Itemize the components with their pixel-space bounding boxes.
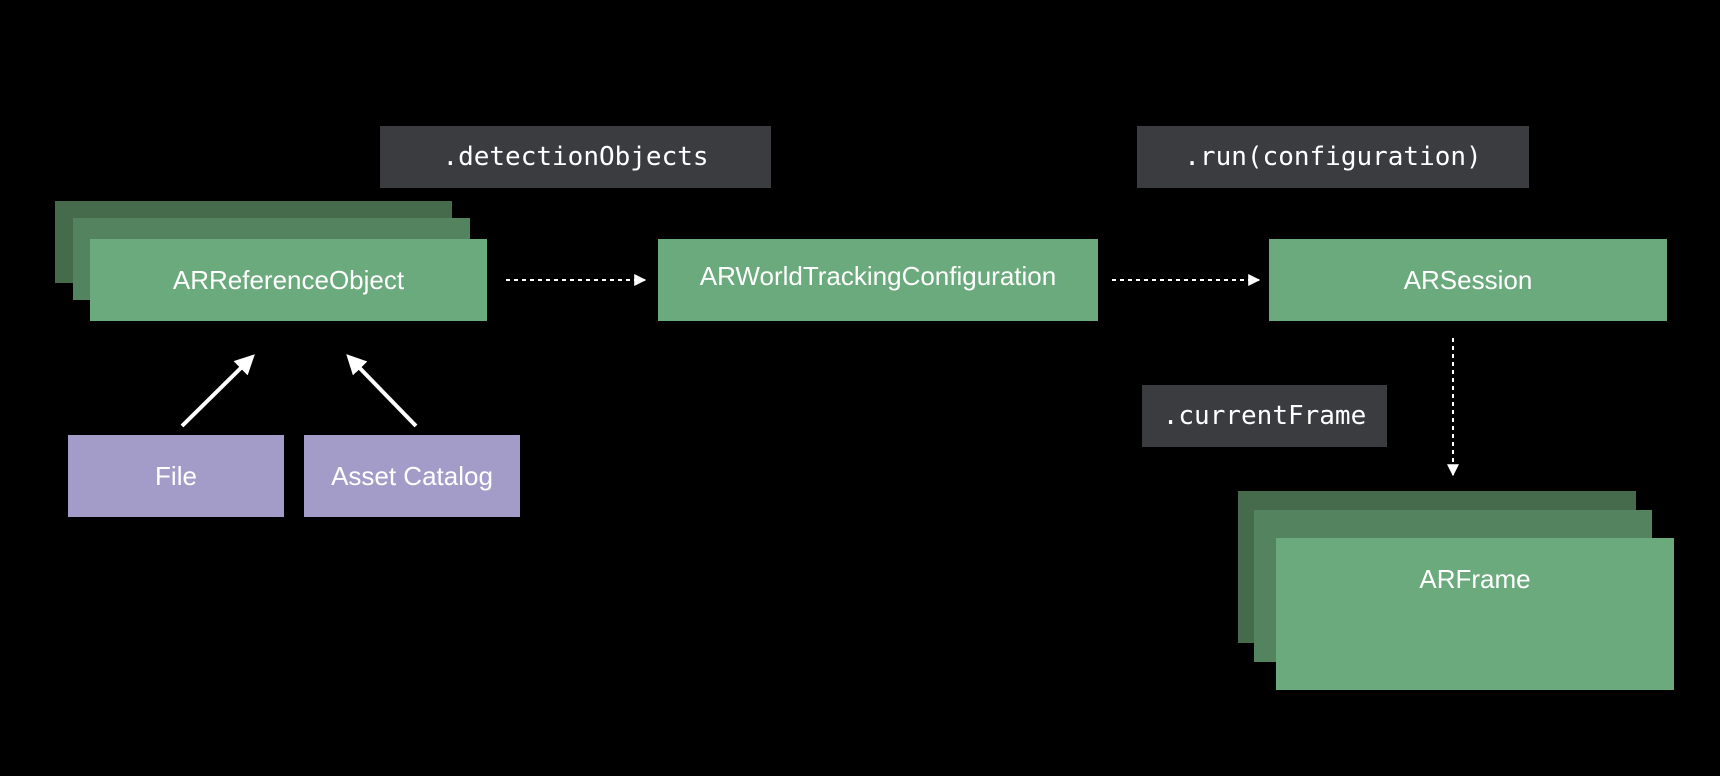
- asset-catalog-to-reference-arrow: [346, 354, 418, 428]
- asset-catalog-label: Asset Catalog: [331, 460, 493, 491]
- asset-catalog-node: Asset Catalog: [304, 435, 520, 517]
- session-label: ARSession: [1403, 264, 1533, 295]
- run-configuration-text: .run(configuration): [1184, 142, 1482, 172]
- session-node: ARSession: [1269, 239, 1667, 321]
- current-frame-text: .currentFrame: [1162, 401, 1367, 431]
- frame-label: ARFrame: [1419, 564, 1531, 594]
- frame-node: ARFrame: [1276, 538, 1674, 690]
- run-configuration-label: .run(configuration): [1137, 126, 1529, 188]
- reference-object-node: ARReferenceObject: [90, 239, 487, 321]
- detection-objects-label: .detectionObjects: [380, 126, 771, 188]
- file-node: File: [68, 435, 284, 517]
- reference-object-label: ARReferenceObject: [172, 264, 405, 295]
- current-frame-label: .currentFrame: [1142, 385, 1387, 447]
- file-to-reference-arrow: [180, 354, 255, 428]
- world-tracking-configuration-label: ARWorldTrackingConfiguration: [699, 260, 1057, 291]
- world-tracking-configuration-node: ARWorldTrackingConfiguration: [658, 239, 1098, 321]
- detection-objects-text: .detectionObjects: [442, 142, 709, 172]
- file-label: File: [155, 460, 197, 491]
